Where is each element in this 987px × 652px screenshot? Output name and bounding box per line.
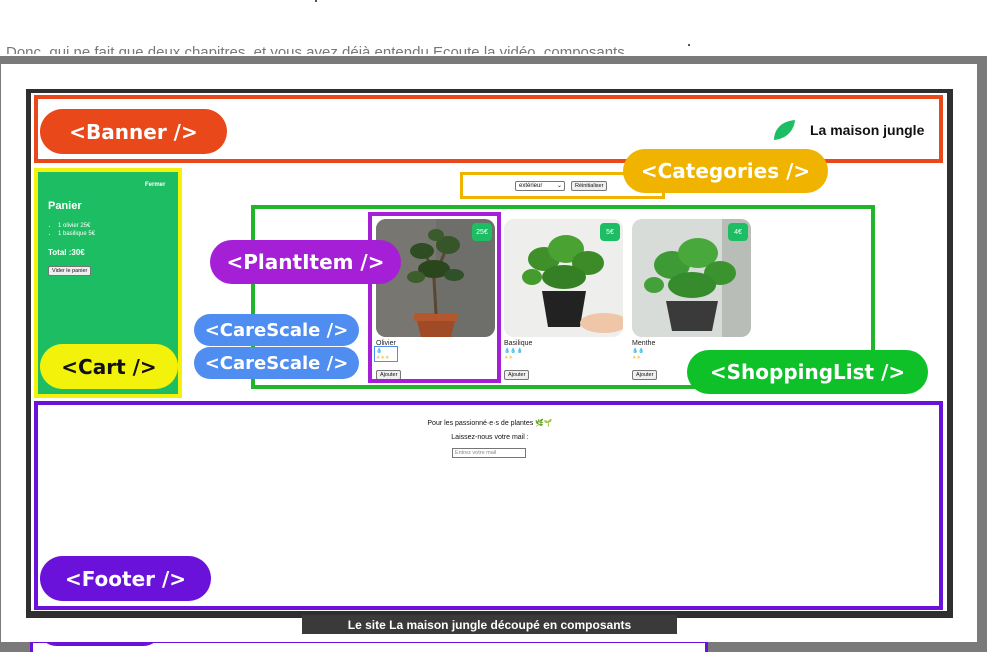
plant-image-basilique: 5€ <box>504 219 623 337</box>
empty-cart-button[interactable]: Vider le panier <box>48 266 92 276</box>
site-logo: La maison jungle <box>772 119 924 141</box>
plant-image-menthe: 4€ <box>632 219 751 337</box>
stray-dot <box>688 44 690 46</box>
reset-button[interactable]: Réinitialiser <box>571 181 608 191</box>
cart-close-button[interactable]: Fermer <box>145 182 166 188</box>
light-scale: ☀☀ <box>632 355 641 361</box>
chevron-down-icon: ⌄ <box>556 183 562 189</box>
site-title: La maison jungle <box>810 122 925 138</box>
plant-name: Menthe <box>632 340 656 347</box>
cart-item: 1 olivier 25€ <box>58 222 95 230</box>
categories-label: <Categories /> <box>623 149 828 193</box>
add-to-cart-button[interactable]: Ajouter <box>504 370 530 380</box>
price-badge: 25€ <box>472 223 492 241</box>
plant-name: Basilique <box>504 340 533 347</box>
price-badge: 5€ <box>600 223 620 241</box>
category-select-value: extérieur <box>519 183 543 189</box>
banner-outline <box>34 95 943 163</box>
category-select[interactable]: extérieur ⌄ <box>515 181 565 191</box>
water-scale: 💧💧💧 <box>504 348 523 354</box>
care-scale-outline <box>374 346 398 362</box>
footer-label: <Footer /> <box>40 556 211 601</box>
banner-label: <Banner /> <box>40 109 227 154</box>
add-to-cart-button[interactable]: Ajouter <box>632 370 658 380</box>
email-field[interactable]: Entrez votre mail <box>452 448 526 458</box>
footer-mail-label: Laissez-nous votre mail : <box>451 434 529 441</box>
top-strip: Donc, qui ne fait que deux chapitres, et… <box>0 0 987 56</box>
footer-tagline: Pour les passionné·e·s de plantes 🌿🌱 <box>427 420 553 427</box>
leaf-icon <box>774 120 795 140</box>
cart-title: Panier <box>48 200 82 212</box>
cart-item: 1 basilique 5€ <box>58 230 95 238</box>
light-scale: ☀☀ <box>504 355 513 361</box>
water-scale: 💧💧 <box>632 348 645 354</box>
water-scale: 💧 <box>376 348 383 354</box>
plant-image-olivier: 25€ <box>376 219 495 337</box>
price-badge: 4€ <box>728 223 748 241</box>
cart-total: Total :30€ <box>48 248 85 257</box>
slide-caption: Le site La maison jungle découpé en comp… <box>302 615 677 634</box>
care-scale-label: <CareScale /> <box>194 314 359 346</box>
care-scale-label: <CareScale /> <box>194 347 359 379</box>
plant-name: Olivier <box>376 340 396 347</box>
shopping-list-label: <ShoppingList /> <box>687 350 928 394</box>
plant-item-label: <PlantItem /> <box>210 240 401 284</box>
cart-label: <Cart /> <box>40 344 178 389</box>
cart-items: 1 olivier 25€ 1 basilique 5€ <box>58 222 95 238</box>
light-scale: ☀☀☀ <box>376 355 390 361</box>
plant-item-outline <box>368 212 501 383</box>
footer-outline <box>34 401 943 610</box>
cut-off-text: Donc, qui ne fait que deux chapitres, et… <box>6 44 625 54</box>
shopping-list-outline <box>251 205 875 389</box>
stray-dot <box>315 0 317 2</box>
